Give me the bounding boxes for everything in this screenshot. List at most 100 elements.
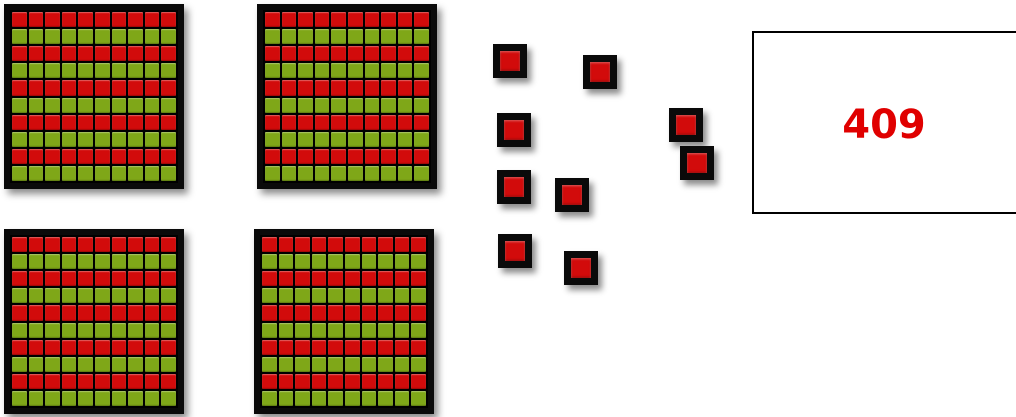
grid-cell <box>145 288 160 303</box>
grid-cell <box>378 288 393 303</box>
grid-cell <box>279 323 294 338</box>
grid-cell <box>128 271 143 286</box>
grid-cell <box>62 46 77 61</box>
grid-cell <box>348 12 363 27</box>
answer-value: 409 <box>754 33 1014 216</box>
grid-cell <box>95 115 110 130</box>
grid-cell <box>279 340 294 355</box>
grid-cell <box>45 271 60 286</box>
grid-cell <box>145 98 160 113</box>
grid-cell <box>78 340 93 355</box>
grid-cell <box>312 357 327 372</box>
grid-cell <box>161 254 176 269</box>
grid-cell <box>282 98 297 113</box>
grid-cell <box>112 46 127 61</box>
grid-cell <box>331 12 346 27</box>
grid-cell <box>282 12 297 27</box>
unit-cube-fill <box>504 120 524 140</box>
grid-cell <box>381 63 396 78</box>
grid-cell <box>29 166 44 181</box>
grid-cell <box>112 374 127 389</box>
grid-cell <box>362 305 377 320</box>
grid-cell <box>279 357 294 372</box>
grid-cell <box>262 374 277 389</box>
grid-cell <box>62 340 77 355</box>
grid-cell <box>145 166 160 181</box>
grid-cell <box>279 391 294 406</box>
grid-cell <box>348 98 363 113</box>
unit-cube-fill <box>676 115 696 135</box>
grid-cell <box>345 288 360 303</box>
grid-cell <box>62 12 77 27</box>
grid-cell <box>312 271 327 286</box>
grid-cell <box>12 29 27 44</box>
grid-cell <box>414 98 429 113</box>
grid-cell <box>331 98 346 113</box>
grid-cell <box>262 323 277 338</box>
grid-cell <box>45 323 60 338</box>
hundred-block-4 <box>254 229 434 414</box>
grid-cell <box>262 305 277 320</box>
grid-cell <box>262 391 277 406</box>
grid-cell <box>78 357 93 372</box>
grid-cell <box>112 288 127 303</box>
grid-cell <box>29 305 44 320</box>
grid-cell <box>398 29 413 44</box>
grid-cell <box>112 166 127 181</box>
grid-cell <box>161 98 176 113</box>
grid-cell <box>315 29 330 44</box>
grid-cell <box>12 374 27 389</box>
grid-cell <box>45 80 60 95</box>
grid-cell <box>362 357 377 372</box>
grid-cell <box>78 132 93 147</box>
unit-cube-fill <box>505 241 525 261</box>
grid-cell <box>295 323 310 338</box>
grid-cell <box>395 288 410 303</box>
grid-cell <box>282 46 297 61</box>
grid-cell <box>282 29 297 44</box>
grid-cell <box>328 305 343 320</box>
grid-cell <box>78 63 93 78</box>
grid-cell <box>298 166 313 181</box>
grid-cell <box>128 149 143 164</box>
grid-cell <box>345 374 360 389</box>
grid-cell <box>345 391 360 406</box>
unit-cube <box>555 178 589 212</box>
grid-cell <box>62 374 77 389</box>
grid-cell <box>112 271 127 286</box>
grid-cell <box>128 29 143 44</box>
grid-cell <box>362 237 377 252</box>
grid-cell <box>128 132 143 147</box>
grid-cell <box>45 63 60 78</box>
grid-cell <box>95 80 110 95</box>
grid-cell <box>112 12 127 27</box>
grid-cell <box>78 374 93 389</box>
grid-cell <box>381 149 396 164</box>
grid-cell <box>45 288 60 303</box>
grid-cell <box>378 271 393 286</box>
grid-cell <box>328 254 343 269</box>
grid-cell <box>381 132 396 147</box>
grid-cell <box>262 357 277 372</box>
grid-cell <box>395 374 410 389</box>
grid-cell <box>145 46 160 61</box>
grid-cell <box>161 115 176 130</box>
grid-cell <box>12 98 27 113</box>
grid-cell <box>128 305 143 320</box>
grid-cell <box>331 29 346 44</box>
grid-cell <box>315 115 330 130</box>
grid-cell <box>398 98 413 113</box>
grid-cell <box>395 391 410 406</box>
grid-cell <box>78 305 93 320</box>
grid-cell <box>145 271 160 286</box>
grid-cell <box>262 254 277 269</box>
grid-cell <box>362 391 377 406</box>
grid-cell <box>411 288 426 303</box>
grid-cell <box>265 98 280 113</box>
grid-cell <box>95 254 110 269</box>
grid-cell <box>328 340 343 355</box>
grid-cell <box>78 166 93 181</box>
grid-cell <box>411 323 426 338</box>
grid-cell <box>128 237 143 252</box>
grid-cell <box>78 288 93 303</box>
